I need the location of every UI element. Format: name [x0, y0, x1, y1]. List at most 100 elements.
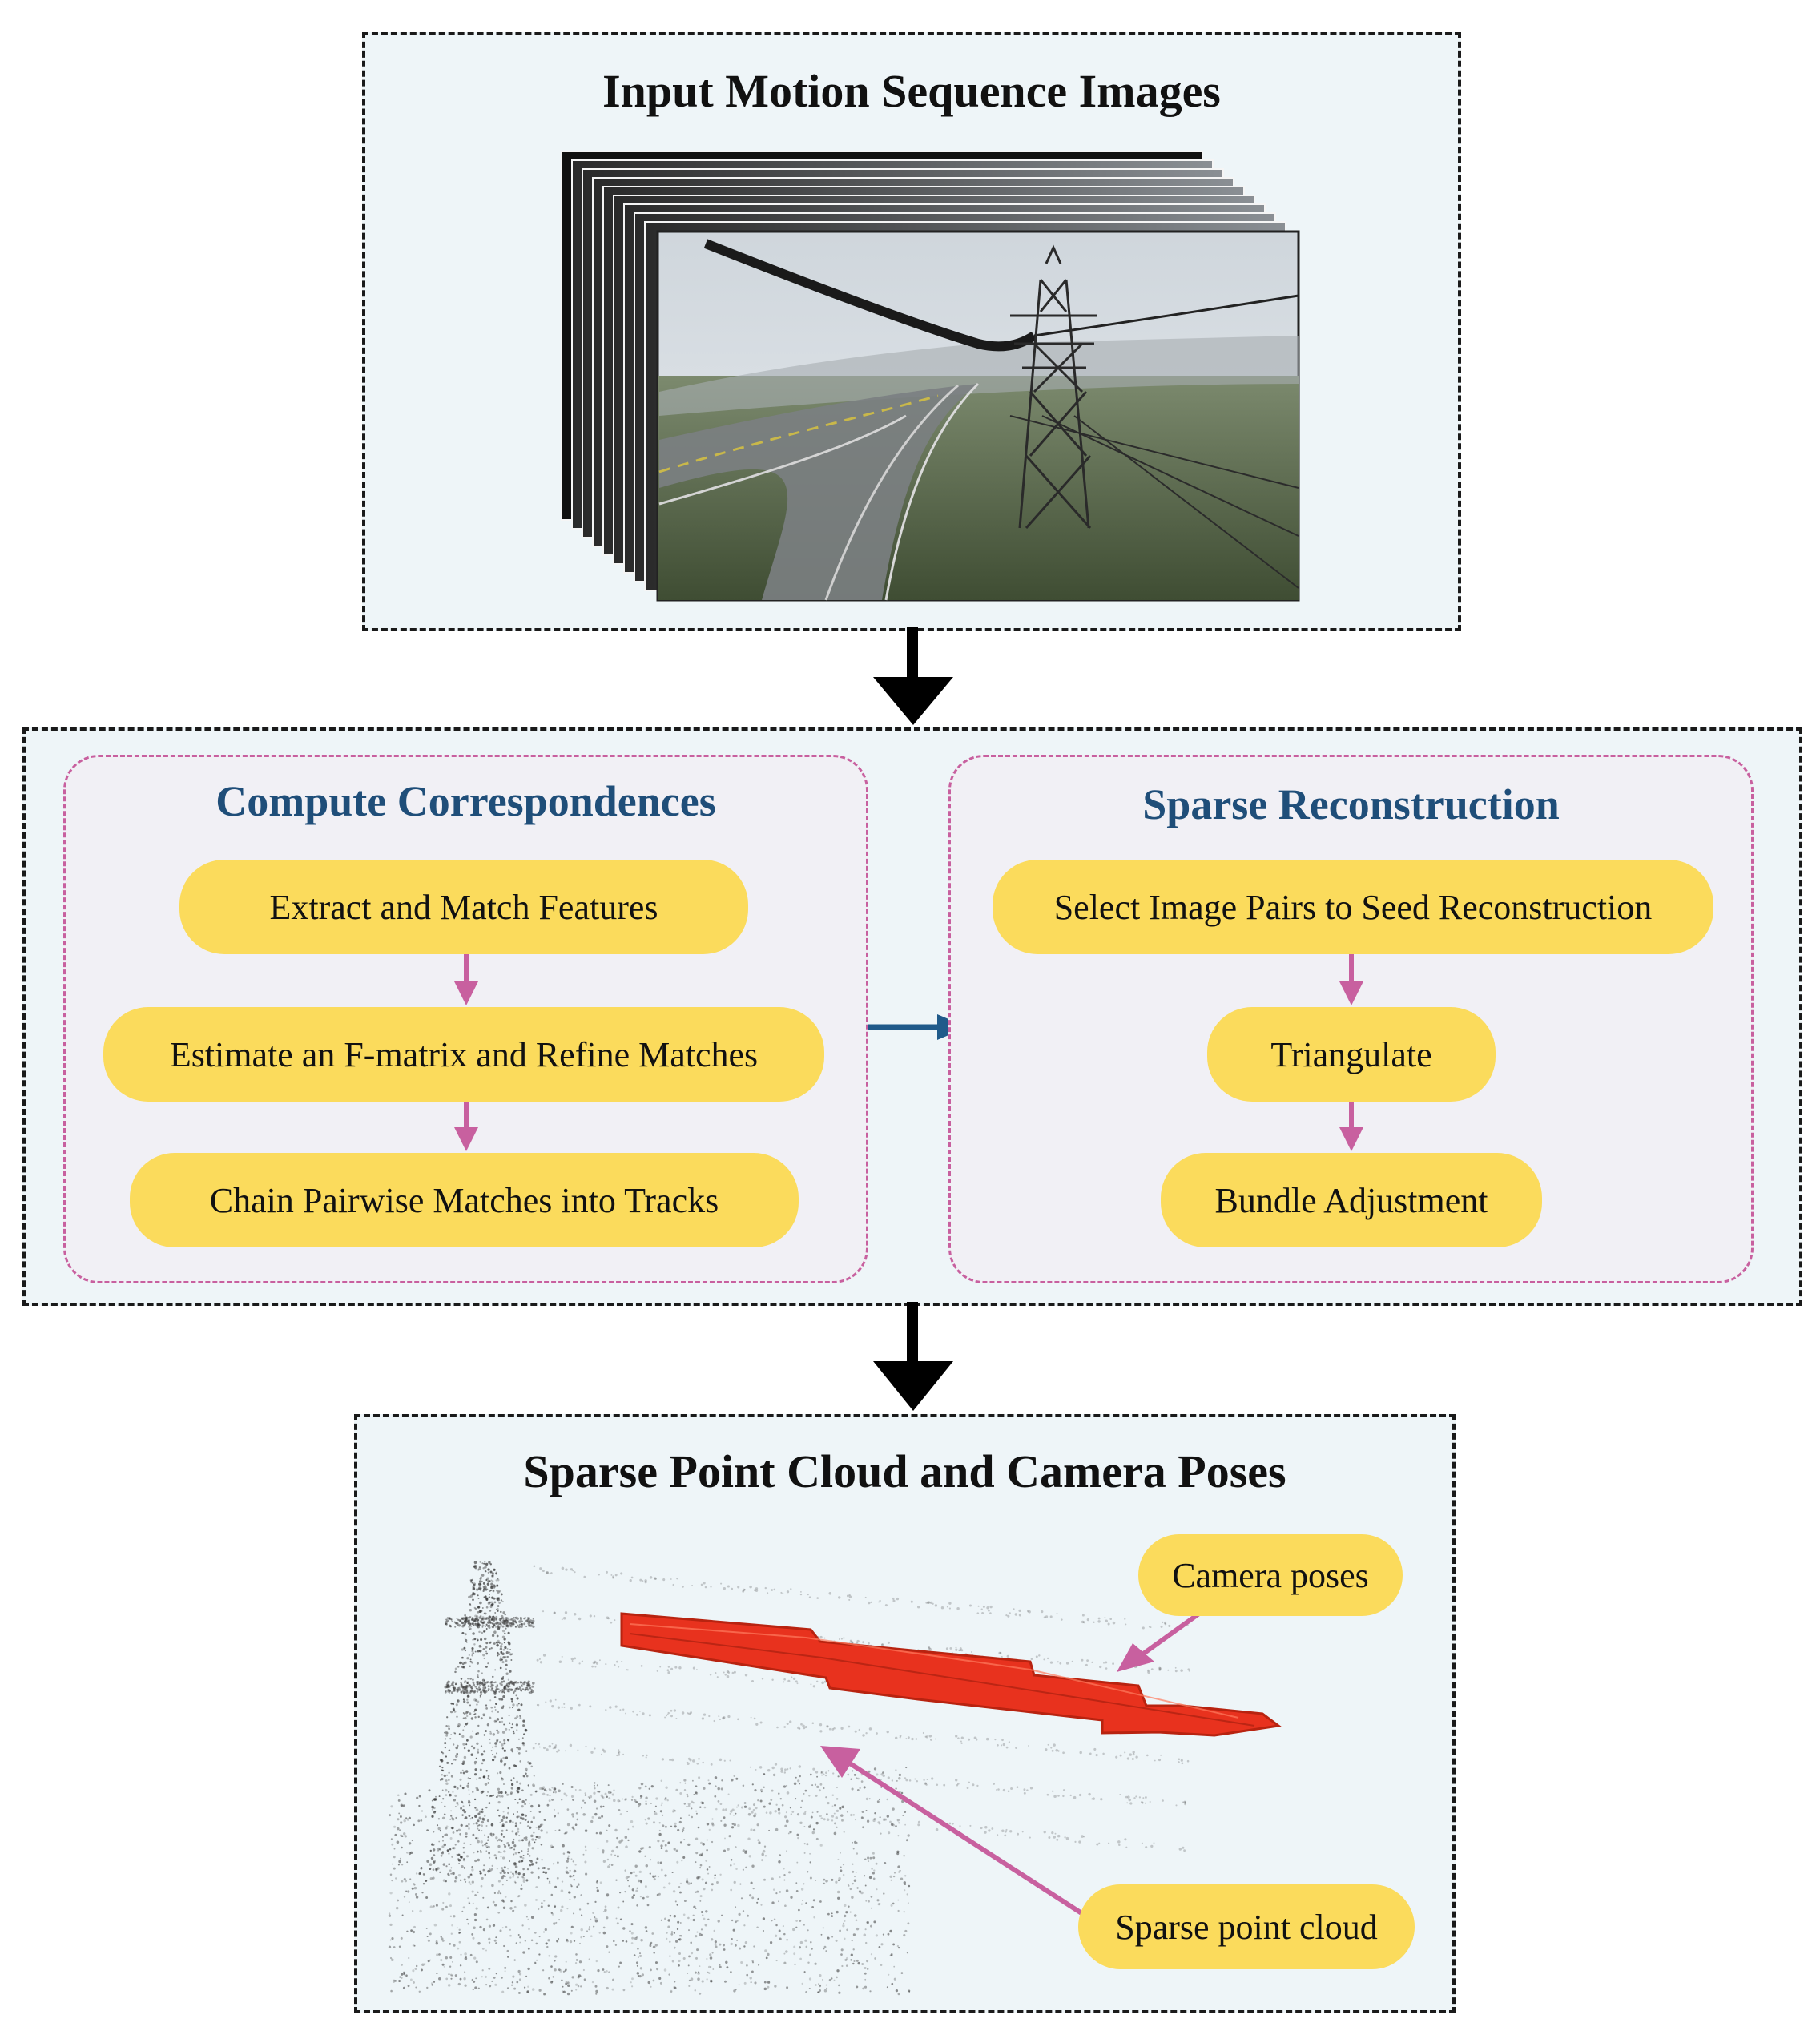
cloud-point — [532, 1783, 535, 1787]
cloud-point — [485, 1570, 487, 1573]
cloud-point — [742, 1590, 745, 1593]
cloud-point — [1140, 1801, 1143, 1803]
cloud-point — [1015, 1747, 1017, 1749]
cloud-point — [504, 1970, 506, 1973]
cloud-point — [461, 1690, 465, 1692]
cloud-point — [493, 1585, 497, 1588]
cloud-point — [1124, 1751, 1126, 1754]
cloud-point — [670, 1989, 673, 1993]
cloud-point — [700, 1583, 703, 1586]
cloud-point — [481, 1876, 484, 1880]
cloud-point — [466, 1715, 469, 1718]
cloud-point — [510, 1727, 513, 1729]
cloud-point — [727, 1715, 731, 1719]
cloud-point — [521, 1742, 525, 1745]
cloud-point — [432, 1868, 435, 1871]
cloud-point — [473, 1747, 476, 1750]
cloud-point — [438, 1840, 441, 1843]
cloud-point — [420, 1819, 423, 1822]
cloud-point — [873, 1767, 877, 1771]
cloud-point — [487, 1685, 490, 1688]
cloud-point — [566, 1866, 569, 1869]
cloud-point — [469, 1622, 472, 1625]
cloud-point — [529, 1810, 532, 1812]
cloud-point — [897, 1865, 900, 1868]
cloud-point — [393, 1848, 396, 1850]
cloud-point — [761, 1859, 764, 1862]
cloud-point — [719, 1965, 722, 1968]
cloud-point — [630, 1819, 634, 1823]
cloud-point — [482, 1818, 485, 1821]
cloud-point — [1093, 1747, 1097, 1751]
cloud-point — [505, 1727, 508, 1731]
cloud-point — [474, 1773, 477, 1776]
cloud-point — [754, 1789, 757, 1792]
cloud-point — [477, 1812, 481, 1815]
cloud-point — [778, 1900, 780, 1903]
cloud-point — [619, 1892, 622, 1894]
cloud-point — [1117, 1840, 1121, 1844]
cloud-point — [483, 1864, 485, 1867]
cloud-point — [445, 1865, 448, 1868]
cloud-point — [874, 1812, 876, 1815]
cloud-point — [661, 1758, 665, 1761]
cloud-point — [699, 1932, 702, 1936]
cloud-point — [512, 1838, 515, 1841]
cloud-point — [809, 1773, 812, 1776]
cloud-point — [461, 1735, 465, 1739]
cloud-point — [679, 1934, 682, 1937]
cloud-point — [449, 1956, 453, 1959]
cloud-point — [657, 1876, 660, 1878]
cloud-point — [631, 1888, 634, 1892]
cloud-point — [720, 1582, 723, 1585]
cloud-point — [394, 1980, 397, 1982]
cloud-point — [1029, 1836, 1031, 1839]
cloud-point — [506, 1949, 509, 1952]
cloud-point — [530, 1804, 534, 1808]
cloud-point — [878, 1946, 881, 1948]
cloud-point — [538, 1828, 540, 1831]
cloud-point — [441, 1963, 445, 1966]
cloud-point — [1126, 1802, 1129, 1804]
cloud-point — [799, 1590, 802, 1593]
cloud-point — [441, 1836, 444, 1838]
cloud-point — [487, 1662, 489, 1665]
cloud-point — [481, 1844, 484, 1847]
cloud-point — [487, 1568, 490, 1571]
cloud-point — [489, 1606, 493, 1609]
cloud-point — [484, 1612, 487, 1615]
cloud-point — [1146, 1754, 1149, 1757]
cloud-point — [493, 1939, 497, 1942]
cloud-point — [687, 1916, 690, 1920]
cloud-point — [706, 1823, 710, 1826]
cloud-point — [461, 1769, 464, 1771]
cloud-point — [490, 1823, 494, 1827]
cloud-point — [889, 1929, 892, 1933]
cloud-point — [522, 1873, 525, 1876]
cloud-point — [649, 1943, 652, 1946]
cloud-point — [464, 1952, 467, 1956]
cloud-point — [553, 1791, 555, 1794]
cloud-point — [504, 1646, 507, 1650]
cloud-point — [634, 1874, 638, 1877]
cloud-point — [530, 1939, 534, 1942]
cloud-point — [655, 1961, 658, 1964]
cloud-point — [695, 1935, 698, 1938]
cloud-point — [473, 1643, 476, 1646]
cloud-point — [479, 1872, 482, 1875]
cloud-point — [506, 1841, 509, 1845]
cloud-point — [852, 1933, 856, 1936]
cloud-point — [664, 1874, 667, 1877]
cloud-point — [441, 1801, 443, 1803]
cloud-point — [892, 1902, 895, 1905]
cloud-point — [780, 1770, 783, 1773]
cloud-point — [614, 1664, 616, 1666]
cloud-point — [463, 1726, 465, 1728]
cloud-point — [483, 1637, 487, 1641]
cloud-point — [1021, 1831, 1024, 1833]
cloud-point — [594, 1787, 596, 1790]
cloud-point — [569, 1940, 573, 1944]
cloud-point — [481, 1688, 485, 1692]
cloud-point — [529, 1687, 531, 1690]
cloud-point — [412, 1969, 415, 1973]
